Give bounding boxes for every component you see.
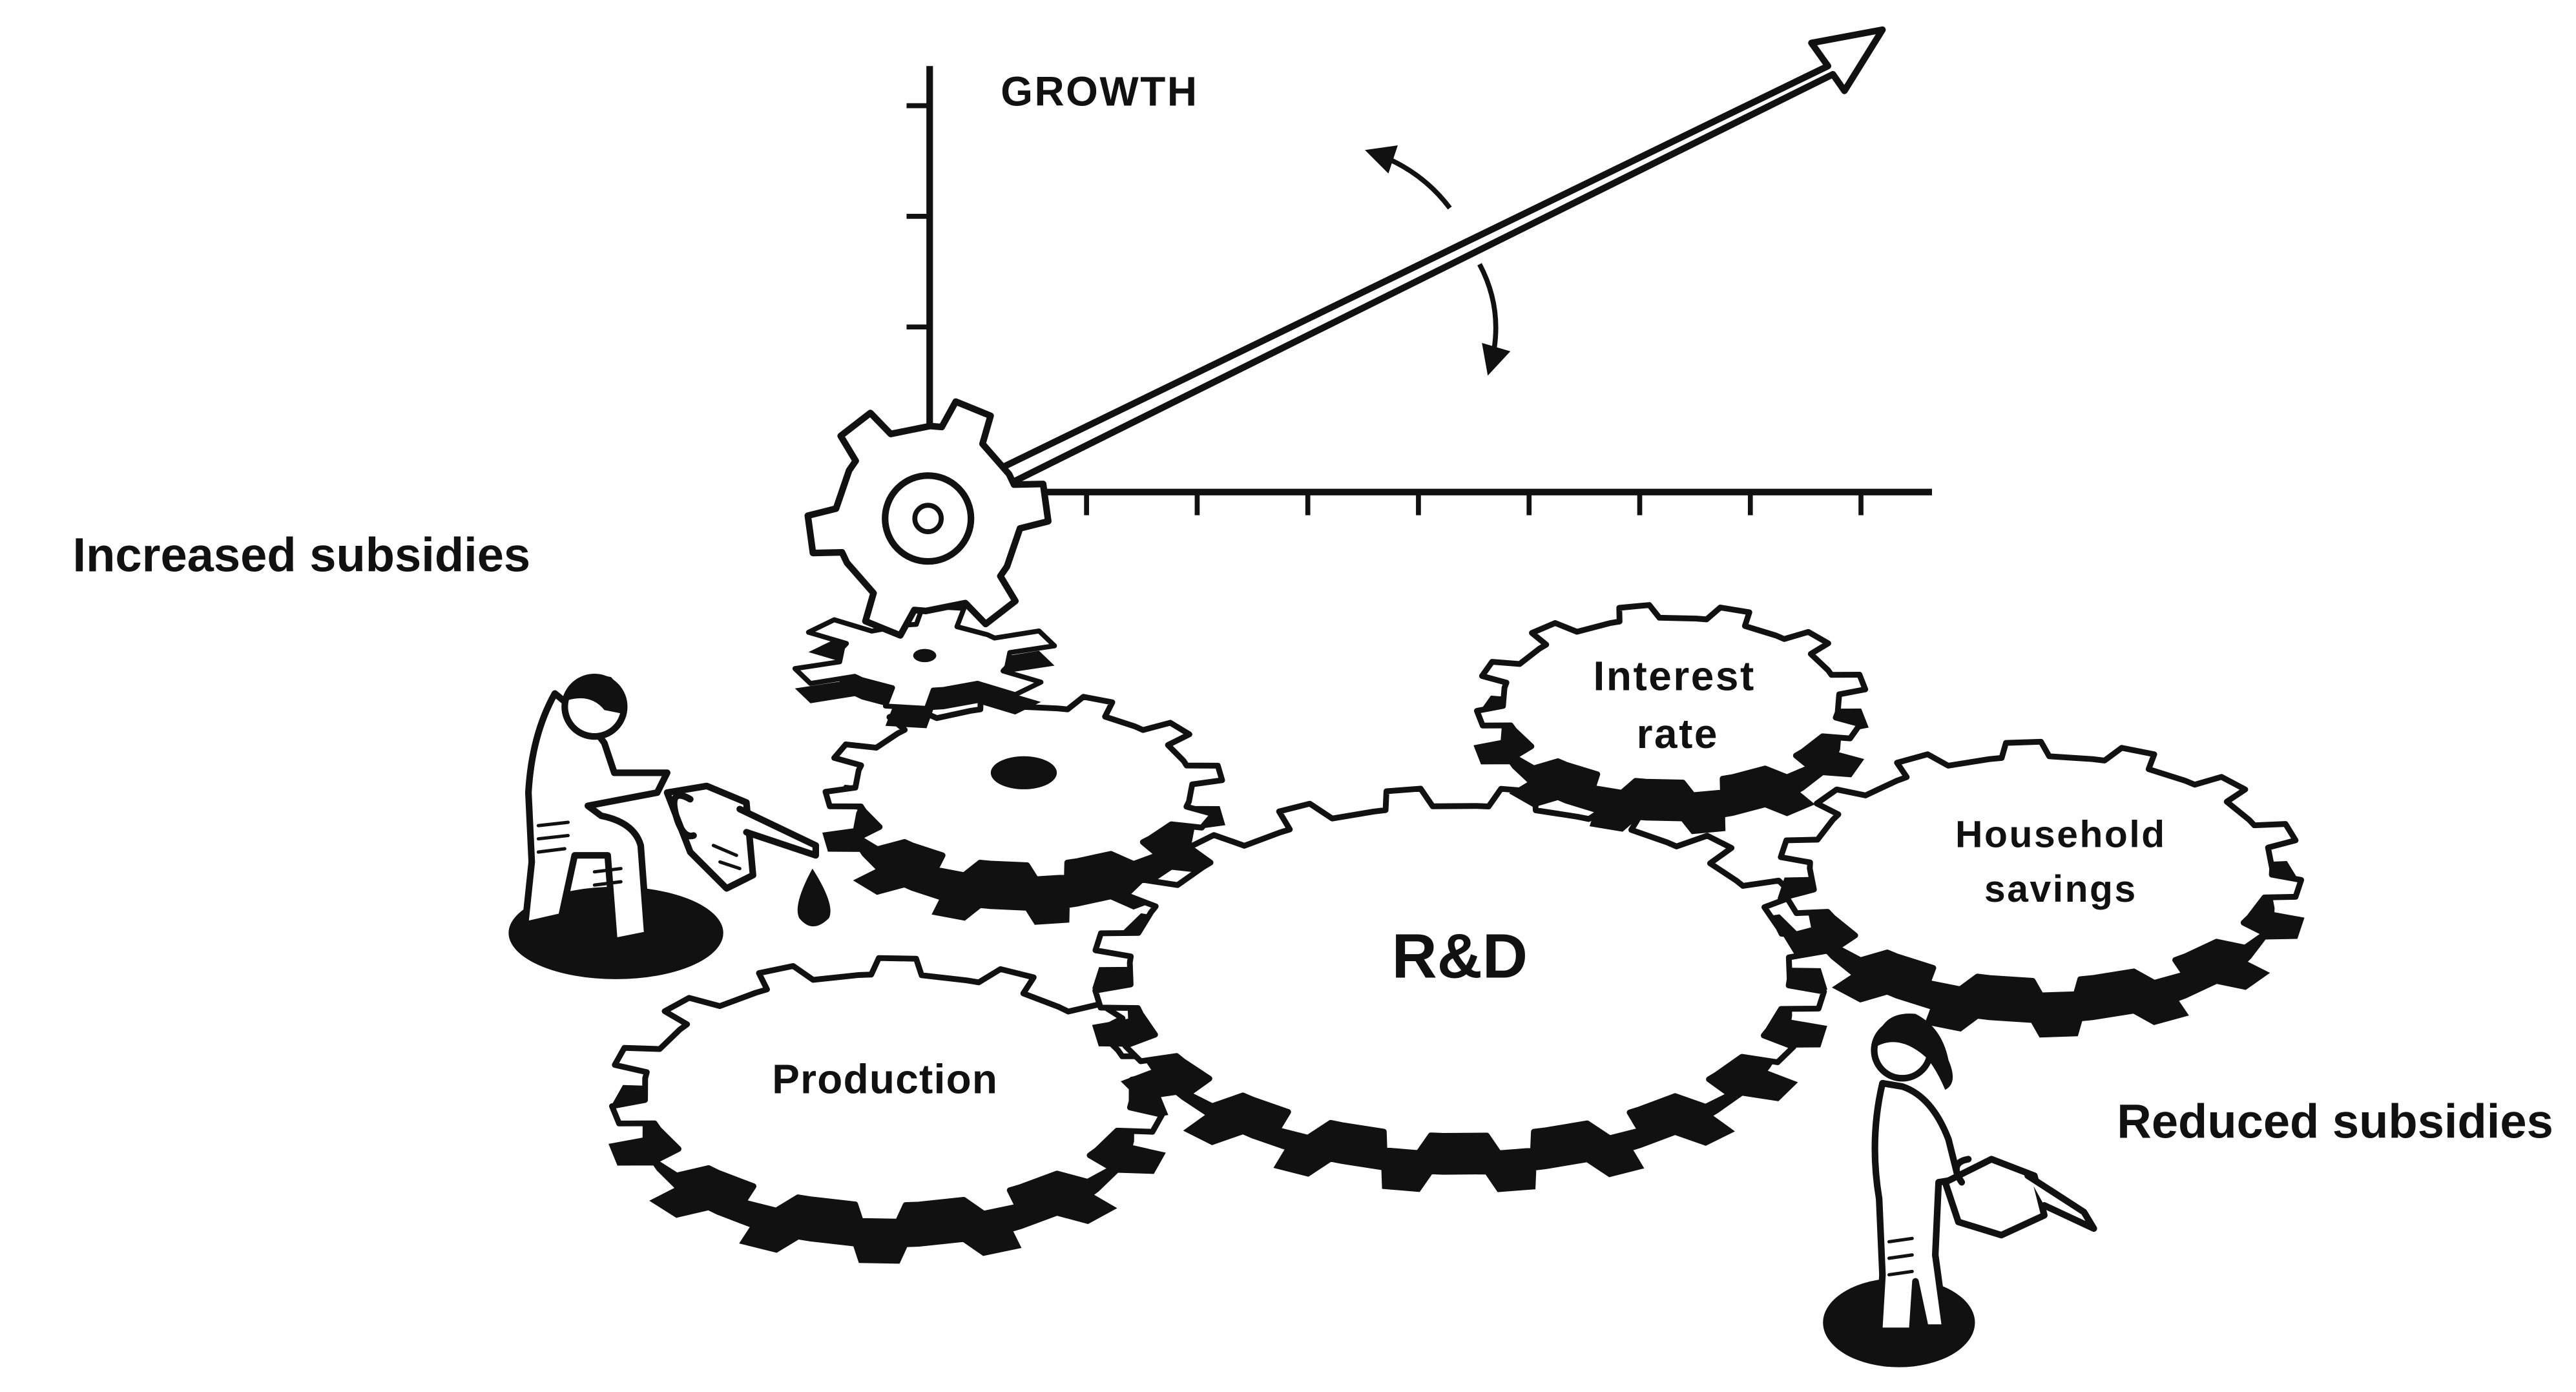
- person-holding-can-right: [1823, 1013, 2097, 1367]
- top-gear: [822, 689, 1225, 925]
- growth-chart: GROWTH: [906, 26, 1932, 519]
- household-savings-gear-label-line2: savings: [1984, 868, 2137, 910]
- y-axis-ticks: [906, 103, 930, 329]
- increased-subsidies-label: Increased subsidies: [73, 528, 531, 581]
- pivot-gear: [804, 398, 1052, 639]
- y-axis-label: GROWTH: [1001, 68, 1198, 115]
- interest-rate-gear: [1473, 602, 1869, 835]
- rotate-down-arrow-icon: [1477, 263, 1511, 376]
- rnd-gear-label: R&D: [1392, 920, 1528, 991]
- household-savings-gear-label-line1: Household: [1955, 813, 2166, 855]
- rotate-up-arrow-icon: [1365, 145, 1452, 210]
- oil-drop-icon: [797, 868, 831, 927]
- production-gear: [608, 955, 1169, 1264]
- reduced-subsidies-label: Reduced subsidies: [2117, 1094, 2553, 1148]
- person-pouring-oil-left: [508, 673, 831, 979]
- interest-rate-gear-label-line2: rate: [1637, 711, 1719, 757]
- small-star-gear: [792, 603, 1057, 729]
- growth-arrow: [934, 26, 1886, 519]
- household-savings-gear: [1777, 738, 2305, 1038]
- rnd-gear: [1092, 785, 1828, 1192]
- x-axis-ticks: [1084, 492, 1864, 515]
- gear-system: [608, 602, 2305, 1264]
- production-gear-label: Production: [772, 1055, 998, 1102]
- interest-rate-gear-label-line1: Interest: [1594, 653, 1756, 700]
